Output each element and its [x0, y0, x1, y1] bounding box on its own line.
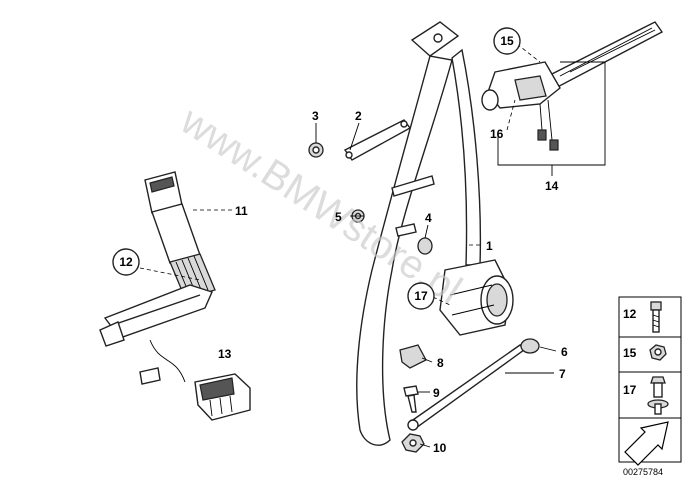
callout-10: 10: [433, 441, 447, 455]
callout-5: 5: [335, 210, 342, 224]
nut-icon: [649, 344, 667, 361]
callout-2: 2: [355, 109, 362, 123]
height-adjuster: [481, 21, 664, 151]
callout-13: 13: [218, 347, 232, 361]
callout-12: 12: [119, 255, 133, 269]
small-parts: [399, 338, 540, 453]
bolt-and-bracket: [308, 119, 412, 161]
callout-4: 4: [425, 211, 432, 225]
callout-15: 15: [500, 34, 514, 48]
legend-label-12: 12: [623, 307, 637, 321]
belt-retractor: [439, 259, 514, 336]
legend-panel: 12 15 17: [618, 296, 682, 466]
legend-label-15: 15: [623, 346, 637, 360]
legend-label-17: 17: [623, 383, 637, 397]
callout-8: 8: [437, 356, 444, 370]
callout-9: 9: [433, 386, 440, 400]
reference-number: 00275784: [623, 467, 663, 477]
arrow-icon: [624, 421, 669, 466]
leader-lines: [139, 43, 606, 448]
callout-7: 7: [559, 367, 566, 381]
connector-housing: [194, 373, 251, 421]
seat-belt-strap: [356, 21, 482, 446]
callout-6: 6: [561, 345, 568, 359]
callout-3: 3: [312, 109, 319, 123]
callout-12-circle: [112, 248, 140, 276]
callout-17: 17: [414, 289, 428, 303]
callout-11: 11: [235, 204, 248, 218]
bolt-icon: [650, 301, 662, 333]
callout-14: 14: [545, 179, 559, 193]
flange-bolt-icon: [647, 376, 669, 415]
callout-16: 16: [490, 127, 504, 141]
callout-labels: 1 2 3 4 5 6 7 8 9 10 11 13 14 16 12 15 1…: [112, 27, 568, 455]
callout-1: 1: [486, 239, 493, 253]
seat-belt-buckle: [99, 171, 216, 385]
callout-17-circle: [407, 282, 435, 310]
callout-15-circle: [493, 27, 521, 55]
